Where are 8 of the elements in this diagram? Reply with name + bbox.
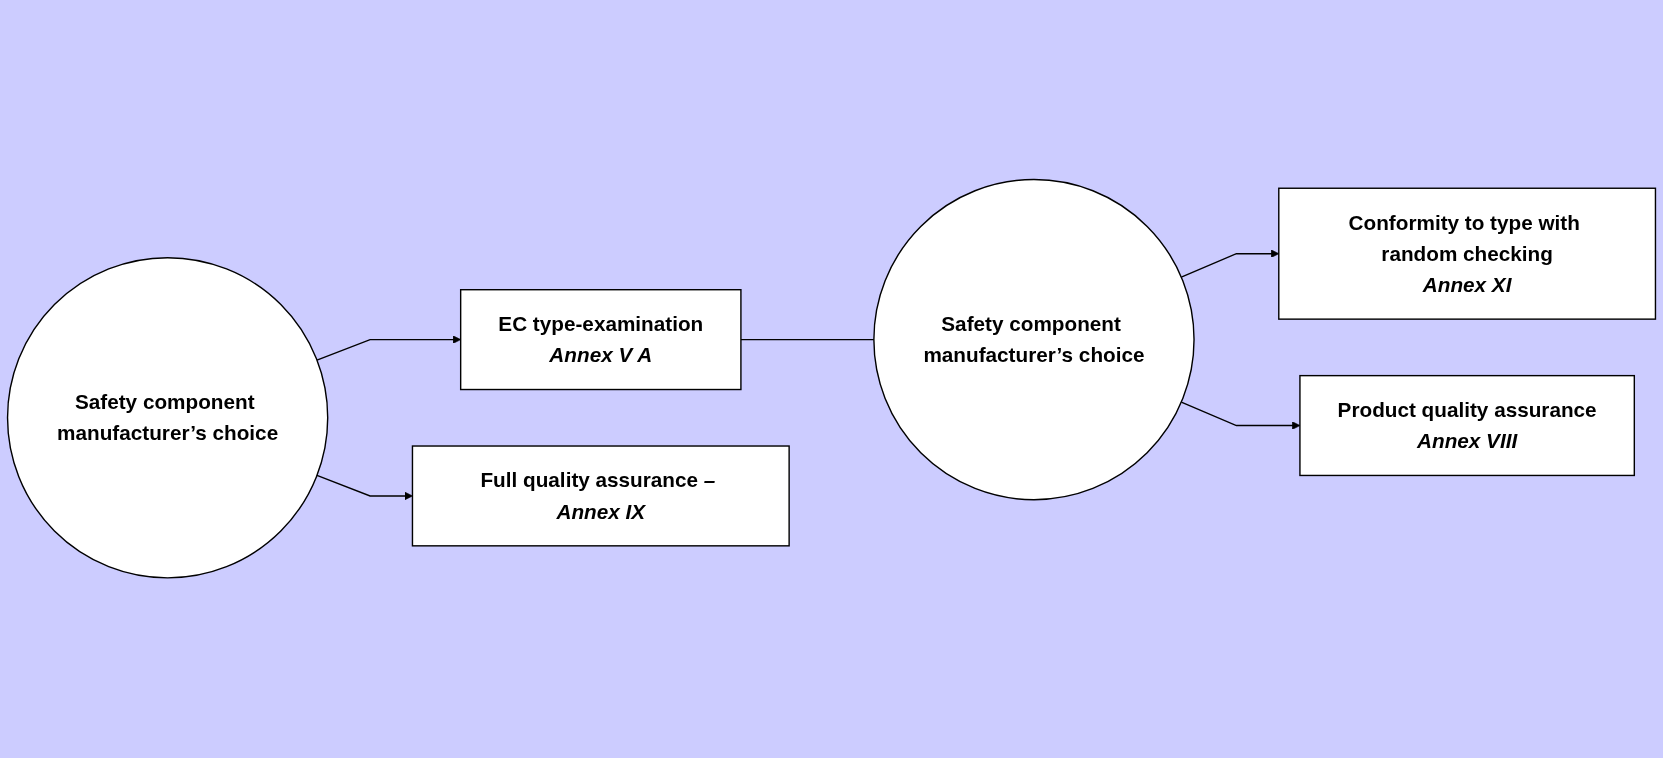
node-box: EC type-examination Annex V A	[459, 289, 742, 391]
node-box: Full quality assurance – Annex IX	[411, 445, 790, 547]
node-box: Conformity to type with random checking Annex XI	[1278, 187, 1657, 321]
node-circle: Safety component manufacturer’s choice	[873, 179, 1195, 501]
connector	[740, 339, 875, 341]
arrow	[316, 475, 413, 501]
node-box: Product quality assurance Annex VIII	[1299, 375, 1635, 477]
node-circle: Safety component manufacturer’s choice	[6, 257, 329, 579]
